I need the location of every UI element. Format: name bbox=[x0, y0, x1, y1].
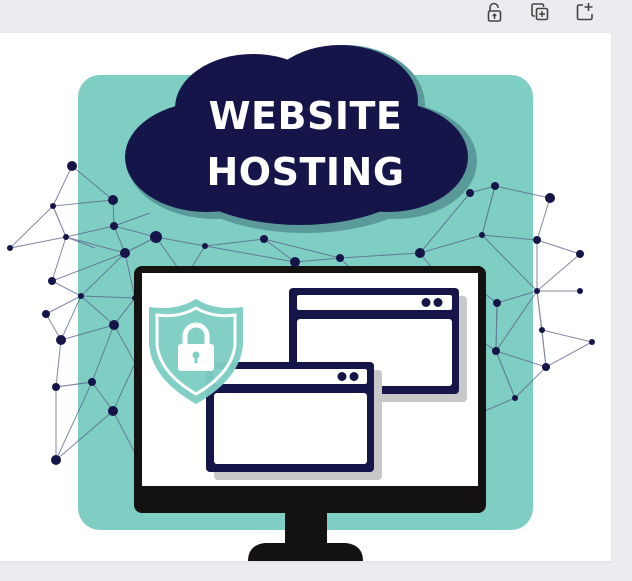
headline-line-2: HOSTING bbox=[206, 150, 405, 194]
website-hosting-illustration[interactable] bbox=[0, 33, 611, 561]
duplicate-page-button[interactable] bbox=[527, 0, 553, 24]
duplicate-icon bbox=[531, 3, 549, 21]
browser-window-back bbox=[289, 288, 467, 402]
add-page-icon bbox=[576, 3, 593, 21]
page-toolbar bbox=[472, 0, 632, 26]
network-nodes bbox=[7, 161, 595, 465]
canvas-page[interactable]: WEBSITE HOSTING bbox=[0, 33, 611, 561]
browser-window-front bbox=[206, 362, 382, 480]
unlock-icon bbox=[487, 2, 502, 22]
lock-button[interactable] bbox=[482, 0, 508, 24]
add-page-button[interactable] bbox=[572, 0, 598, 24]
headline-line-1: WEBSITE bbox=[208, 94, 403, 138]
security-shield bbox=[149, 299, 243, 404]
cloud-shape bbox=[125, 45, 468, 225]
